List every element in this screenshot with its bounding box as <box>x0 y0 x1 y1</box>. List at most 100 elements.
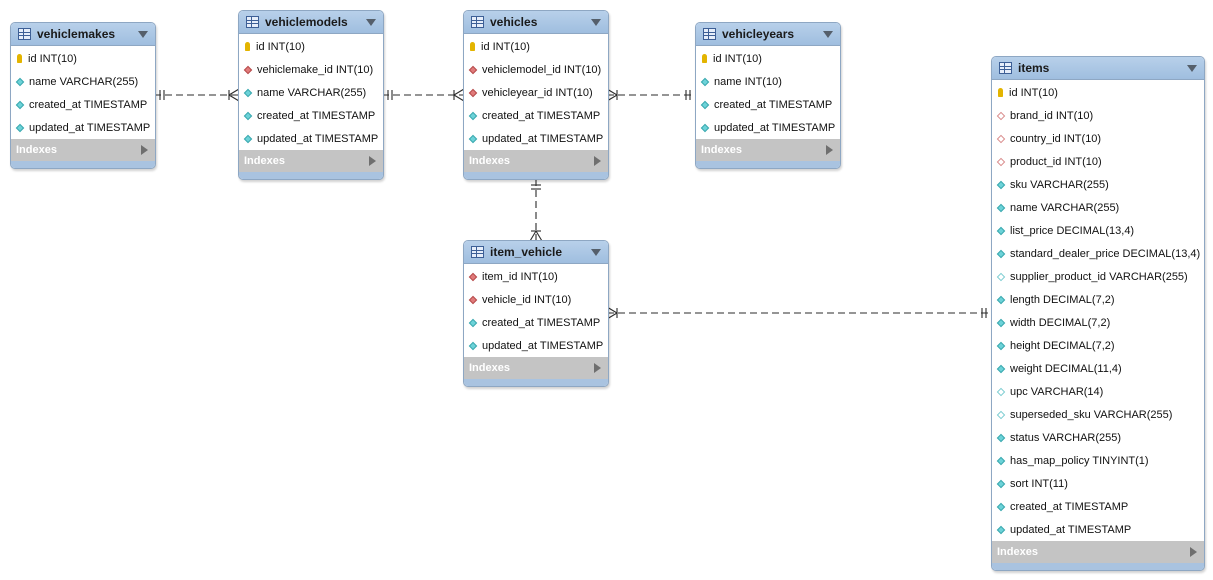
column-text: item_id INT(10) <box>482 270 558 283</box>
indexes-label: Indexes <box>244 155 285 167</box>
column-row[interactable]: vehicleyear_id INT(10) <box>464 81 608 104</box>
nullable-foreign-key-diamond-icon <box>996 157 1006 166</box>
column-row[interactable]: created_at TIMESTAMP <box>239 104 383 127</box>
column-text: height DECIMAL(7,2) <box>1010 339 1115 352</box>
expand-arrow-icon[interactable] <box>594 363 601 373</box>
indexes-section[interactable]: Indexes <box>11 139 155 161</box>
column-text: brand_id INT(10) <box>1010 109 1094 122</box>
expand-arrow-icon[interactable] <box>369 156 376 166</box>
table-item-vehicle[interactable]: item_vehicle item_id INT(10) vehicle_id IN… <box>463 240 609 387</box>
column-diamond-icon <box>996 525 1006 534</box>
column-text: updated_at TIMESTAMP <box>714 121 836 134</box>
relationship-vehiclemakes-vehiclemodels[interactable] <box>154 88 240 102</box>
table-header[interactable]: vehicleyears <box>696 23 840 46</box>
column-row[interactable]: sku VARCHAR(255) <box>992 173 1204 196</box>
column-row[interactable]: width DECIMAL(7,2) <box>992 311 1204 334</box>
column-text: vehicleyear_id INT(10) <box>482 86 593 99</box>
table-header[interactable]: item_vehicle <box>464 241 608 264</box>
table-header[interactable]: vehicles <box>464 11 608 34</box>
column-row[interactable]: id INT(10) <box>696 47 840 70</box>
collapse-caret-icon[interactable] <box>366 19 376 26</box>
column-diamond-icon <box>700 100 710 109</box>
table-vehiclemodels[interactable]: vehiclemodels id INT(10) vehiclemake_id IN… <box>238 10 384 180</box>
column-row[interactable]: supplier_product_id VARCHAR(255) <box>992 265 1204 288</box>
table-header[interactable]: vehiclemodels <box>239 11 383 34</box>
indexes-section[interactable]: Indexes <box>464 150 608 172</box>
column-row[interactable]: country_id INT(10) <box>992 127 1204 150</box>
column-row[interactable]: id INT(10) <box>239 35 383 58</box>
column-text: id INT(10) <box>256 40 305 53</box>
expand-arrow-icon[interactable] <box>141 145 148 155</box>
column-diamond-icon <box>468 318 478 327</box>
column-row[interactable]: created_at TIMESTAMP <box>464 311 608 334</box>
column-row[interactable]: height DECIMAL(7,2) <box>992 334 1204 357</box>
column-diamond-icon <box>996 203 1006 212</box>
column-row[interactable]: created_at TIMESTAMP <box>464 104 608 127</box>
column-diamond-icon <box>996 226 1006 235</box>
column-row[interactable]: updated_at TIMESTAMP <box>696 116 840 139</box>
collapse-caret-icon[interactable] <box>1187 65 1197 72</box>
column-row[interactable]: brand_id INT(10) <box>992 104 1204 127</box>
column-row[interactable]: length DECIMAL(7,2) <box>992 288 1204 311</box>
relationship-vehiclemodels-vehicles[interactable] <box>382 88 465 102</box>
column-row[interactable]: item_id INT(10) <box>464 265 608 288</box>
table-header[interactable]: vehiclemakes <box>11 23 155 46</box>
column-diamond-icon <box>996 341 1006 350</box>
column-row[interactable]: upc VARCHAR(14) <box>992 380 1204 403</box>
column-row[interactable]: created_at TIMESTAMP <box>11 93 155 116</box>
column-row[interactable]: updated_at TIMESTAMP <box>11 116 155 139</box>
column-text: updated_at TIMESTAMP <box>29 121 151 134</box>
column-row[interactable]: id INT(10) <box>992 81 1204 104</box>
collapse-caret-icon[interactable] <box>138 31 148 38</box>
indexes-section[interactable]: Indexes <box>239 150 383 172</box>
column-row[interactable]: has_map_policy TINYINT(1) <box>992 449 1204 472</box>
column-diamond-icon <box>468 341 478 350</box>
indexes-label: Indexes <box>469 155 510 167</box>
expand-arrow-icon[interactable] <box>1190 547 1197 557</box>
column-row[interactable]: status VARCHAR(255) <box>992 426 1204 449</box>
column-row[interactable]: product_id INT(10) <box>992 150 1204 173</box>
column-row[interactable]: standard_dealer_price DECIMAL(13,4) <box>992 242 1204 265</box>
expand-arrow-icon[interactable] <box>594 156 601 166</box>
column-row[interactable]: updated_at TIMESTAMP <box>464 334 608 357</box>
column-row[interactable]: name VARCHAR(255) <box>11 70 155 93</box>
column-text: name INT(10) <box>714 75 782 88</box>
collapse-caret-icon[interactable] <box>823 31 833 38</box>
column-text: vehicle_id INT(10) <box>482 293 572 306</box>
column-row[interactable]: list_price DECIMAL(13,4) <box>992 219 1204 242</box>
column-row[interactable]: id INT(10) <box>464 35 608 58</box>
column-row[interactable]: updated_at TIMESTAMP <box>992 518 1204 541</box>
collapse-caret-icon[interactable] <box>591 19 601 26</box>
column-row[interactable]: vehicle_id INT(10) <box>464 288 608 311</box>
column-row[interactable]: sort INT(11) <box>992 472 1204 495</box>
column-row[interactable]: updated_at TIMESTAMP <box>464 127 608 150</box>
column-row[interactable]: updated_at TIMESTAMP <box>239 127 383 150</box>
column-diamond-icon <box>15 77 25 86</box>
expand-arrow-icon[interactable] <box>826 145 833 155</box>
table-header[interactable]: items <box>992 57 1204 80</box>
column-row[interactable]: vehiclemake_id INT(10) <box>239 58 383 81</box>
primary-key-icon <box>702 54 707 63</box>
column-row[interactable]: name VARCHAR(255) <box>239 81 383 104</box>
column-text: has_map_policy TINYINT(1) <box>1010 454 1149 467</box>
column-row[interactable]: id INT(10) <box>11 47 155 70</box>
column-row[interactable]: created_at TIMESTAMP <box>696 93 840 116</box>
column-row[interactable]: name VARCHAR(255) <box>992 196 1204 219</box>
indexes-section[interactable]: Indexes <box>696 139 840 161</box>
column-row[interactable]: superseded_sku VARCHAR(255) <box>992 403 1204 426</box>
column-row[interactable]: created_at TIMESTAMP <box>992 495 1204 518</box>
collapse-caret-icon[interactable] <box>591 249 601 256</box>
relationship-vehicles-item-vehicle[interactable] <box>529 179 543 242</box>
column-text: superseded_sku VARCHAR(255) <box>1010 408 1173 421</box>
column-diamond-icon <box>996 433 1006 442</box>
column-diamond-icon <box>700 123 710 132</box>
column-row[interactable]: weight DECIMAL(11,4) <box>992 357 1204 380</box>
indexes-section[interactable]: Indexes <box>464 357 608 379</box>
indexes-section[interactable]: Indexes <box>992 541 1204 563</box>
column-row[interactable]: name INT(10) <box>696 70 840 93</box>
column-row[interactable]: vehiclemodel_id INT(10) <box>464 58 608 81</box>
